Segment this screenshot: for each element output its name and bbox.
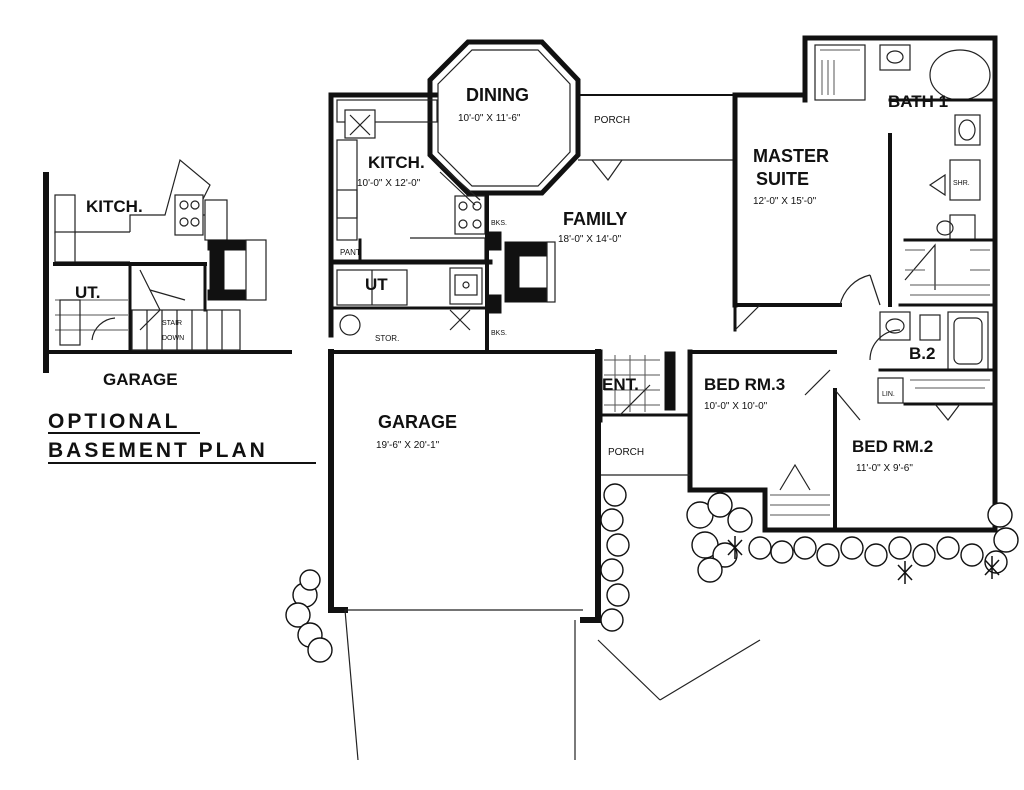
basement-stair-label: STAIR bbox=[162, 320, 182, 327]
front-porch-label: PORCH bbox=[608, 447, 644, 458]
bath2-label: B.2 bbox=[909, 344, 935, 363]
basement-garage-label: GARAGE bbox=[103, 370, 178, 389]
bed2-label: BED RM.2 bbox=[852, 437, 933, 456]
garage-label: GARAGE bbox=[378, 412, 457, 432]
basement-stair-direction: DOWN bbox=[162, 335, 184, 342]
bookshelf-label-upper: BKS. bbox=[491, 220, 507, 227]
rear-porch-label: PORCH bbox=[594, 115, 630, 126]
basement-title-line-2: BASEMENT PLAN bbox=[48, 439, 268, 462]
family-size: 18'-0" X 14'-0" bbox=[558, 234, 622, 245]
basement-kitchen-label: KITCH. bbox=[86, 197, 143, 216]
kitchen-sink bbox=[344, 109, 376, 139]
closet-door bbox=[904, 243, 936, 290]
basement-utility-label: UT. bbox=[75, 283, 101, 302]
dining-size: 10'-0" X 11'-6" bbox=[458, 113, 521, 124]
master-door-swing bbox=[839, 274, 871, 306]
basement-door-swing bbox=[91, 317, 116, 341]
bed3-closet bbox=[770, 494, 830, 516]
basement-title-line-1: OPTIONAL bbox=[48, 410, 181, 433]
basement-stair bbox=[131, 269, 241, 351]
water-heater bbox=[339, 314, 361, 336]
bookshelf-label-lower: BKS. bbox=[491, 330, 507, 337]
kitchen-size: 10'-0" X 12'-0" bbox=[357, 178, 421, 189]
basement-utility-hatch bbox=[55, 299, 128, 346]
entry-label: ENT. bbox=[602, 375, 639, 394]
family-label: FAMILY bbox=[563, 209, 627, 229]
master-size: 12'-0" X 15'-0" bbox=[753, 196, 817, 207]
pantry-label: PANT. bbox=[340, 248, 362, 257]
storage-label: STOR. bbox=[375, 334, 399, 343]
bath2-sink bbox=[879, 311, 911, 341]
fireplace-hearth-top bbox=[504, 241, 548, 257]
bed2-size: 11'-0" X 9'-6" bbox=[856, 463, 913, 474]
dining-bay-wall bbox=[427, 39, 581, 196]
main-floor: DINING 10'-0" X 11'-6" KITCH. 10'-0" X 1… bbox=[285, 35, 1019, 761]
linen-label: LIN. bbox=[882, 391, 895, 398]
shower-label: SHR. bbox=[953, 180, 970, 187]
utility-label: UT bbox=[365, 275, 388, 294]
bed3-size: 10'-0" X 10'-0" bbox=[704, 401, 768, 412]
master-toilet bbox=[949, 214, 976, 241]
master-label-line-2: SUITE bbox=[756, 169, 809, 189]
basement-range bbox=[174, 194, 204, 236]
bath1-label: BATH 1 bbox=[888, 92, 948, 111]
landscape-shrubs bbox=[285, 483, 1019, 663]
entry-tile bbox=[604, 355, 660, 412]
basement-plan: KITCH. UT. STAIR DOWN GARAGE OPTIONAL BA… bbox=[43, 158, 316, 464]
kitchen-range bbox=[454, 195, 486, 235]
master-label-line-1: MASTER bbox=[753, 146, 829, 166]
rear-door-swing bbox=[591, 159, 623, 182]
master-shower bbox=[949, 159, 981, 201]
garage-size: 19'-6" X 20'-1" bbox=[376, 440, 440, 451]
bed3-label: BED RM.3 bbox=[704, 375, 785, 394]
kitchen-label: KITCH. bbox=[368, 153, 425, 172]
dining-label: DINING bbox=[466, 85, 529, 105]
